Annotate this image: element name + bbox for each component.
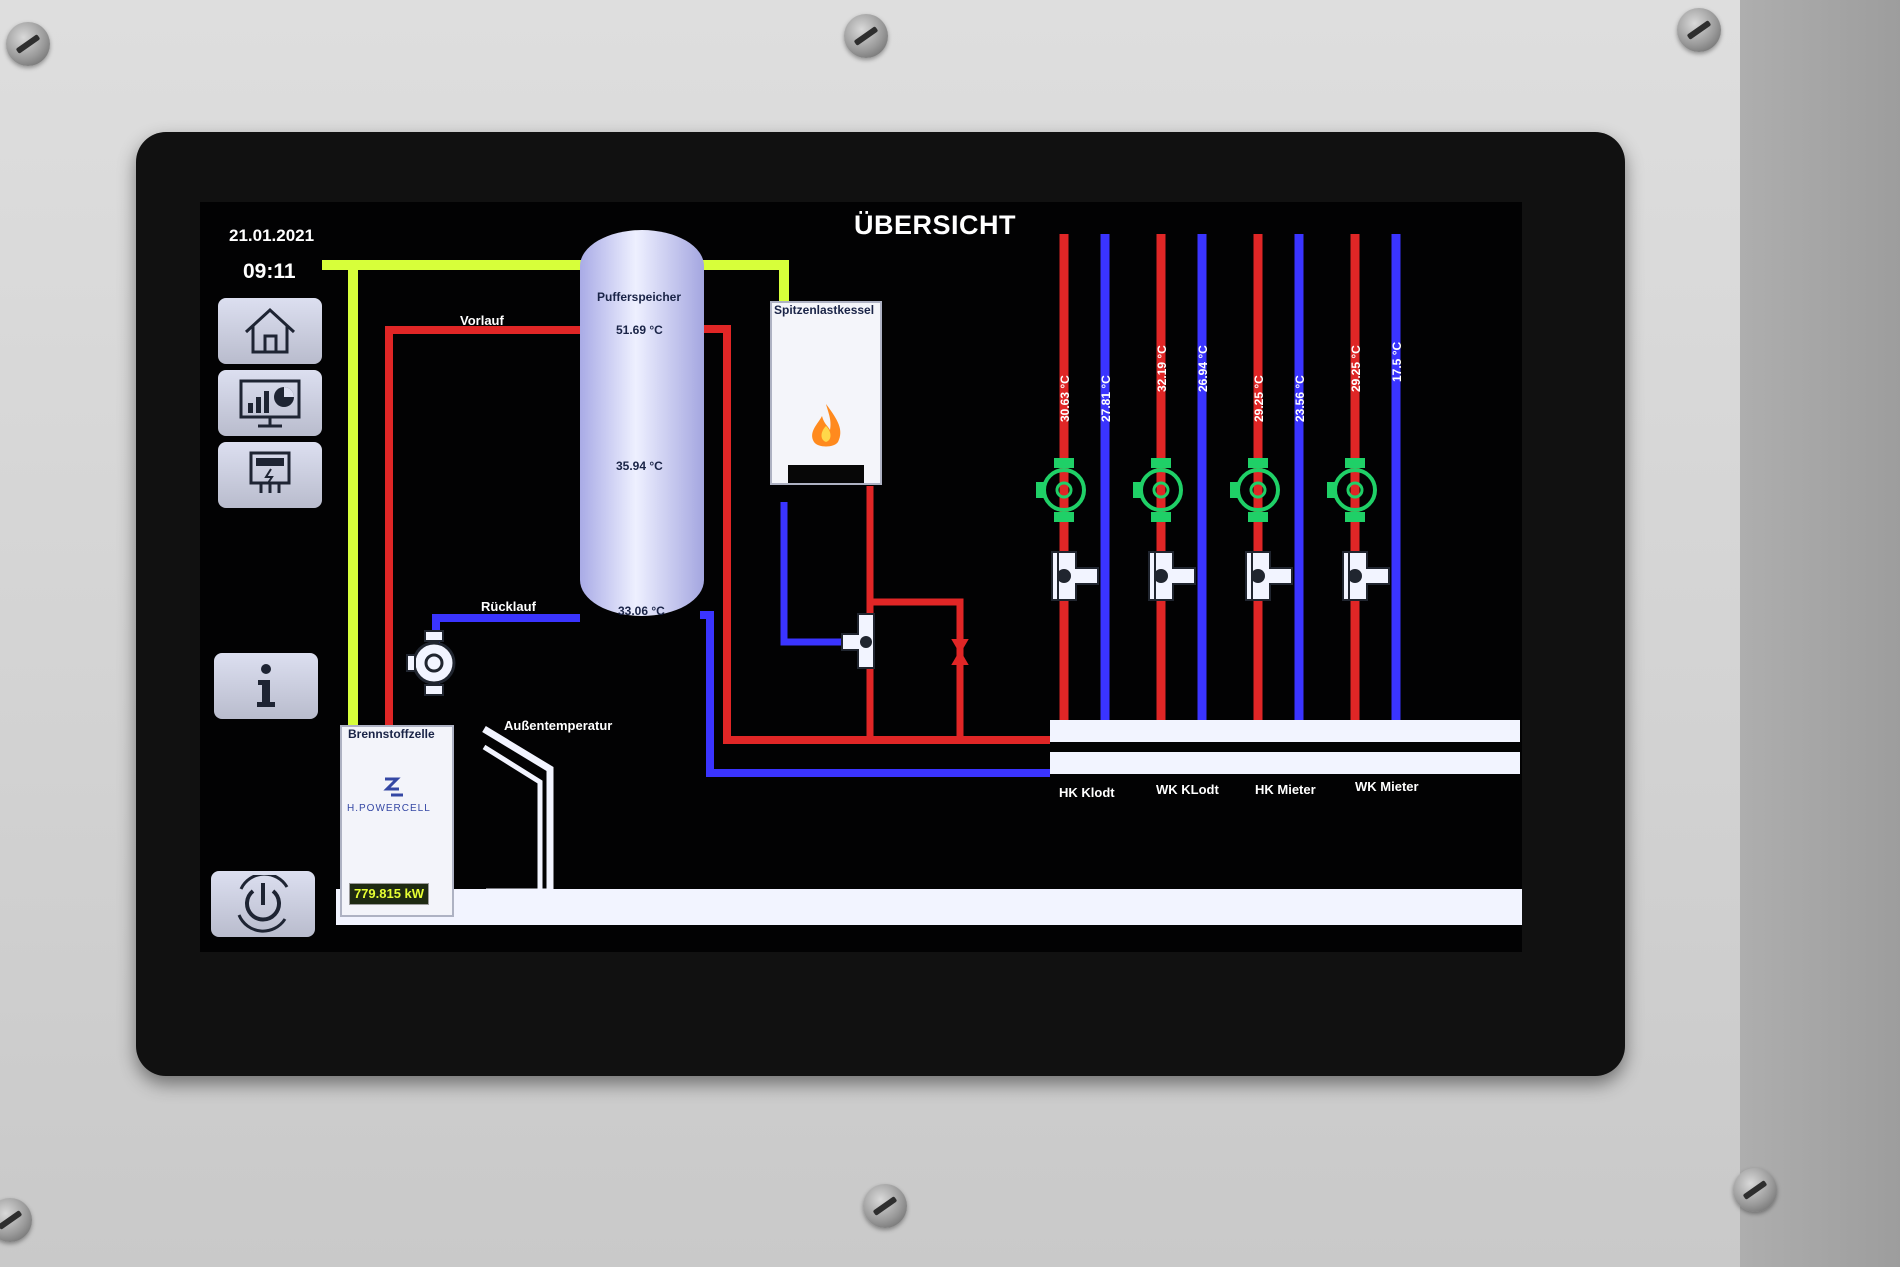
pump-icon xyxy=(1230,458,1280,522)
hmi-screen: 21.01.2021 09:11 ÜBERSICHT xyxy=(200,202,1522,952)
circuit-return-temp: 26.94 °C xyxy=(1196,345,1210,392)
info-button[interactable] xyxy=(214,653,318,719)
buffer-tank xyxy=(580,230,704,616)
screw-icon xyxy=(1677,8,1721,52)
circuit-name: WK Mieter xyxy=(1355,779,1419,794)
wall-background xyxy=(1740,0,1900,1267)
circuit-name: HK Mieter xyxy=(1255,782,1316,797)
peak-boiler-title: Spitzenlastkessel xyxy=(774,303,875,317)
outdoor-sensor-icon xyxy=(482,726,554,896)
circuit-name: WK KLodt xyxy=(1156,782,1219,797)
home-button[interactable] xyxy=(218,298,322,364)
page-title: ÜBERSICHT xyxy=(854,210,1017,240)
flame-icon xyxy=(812,404,841,447)
circuit-return-temp: 27.81 °C xyxy=(1099,375,1113,422)
buffer-temp-top: 51.69 °C xyxy=(616,323,663,337)
supply-manifold xyxy=(1050,720,1520,742)
energy-meter-icon xyxy=(249,451,291,493)
check-valve-icon xyxy=(951,639,969,665)
circuit-name: HK Klodt xyxy=(1059,785,1115,800)
mixing-valve-icon xyxy=(1051,551,1099,601)
hpowercell-logo-icon xyxy=(383,777,403,797)
screw-icon xyxy=(1733,1168,1777,1212)
buffer-tank-title: Pufferspeicher xyxy=(597,290,682,304)
info-icon xyxy=(257,664,275,707)
return-manifold xyxy=(1050,752,1520,774)
date-display: 21.01.2021 xyxy=(229,226,315,245)
gas-line xyxy=(322,260,789,726)
boiler-mixing-valve-icon xyxy=(841,613,875,669)
supply-line xyxy=(385,325,1050,744)
circuit-return-temp: 17.5 °C xyxy=(1390,341,1404,382)
mixing-valve-icon xyxy=(1148,551,1196,601)
return-label: Rücklauf xyxy=(481,599,536,614)
circuit-supply-temp: 29.25 °C xyxy=(1252,375,1266,422)
boiler-return-line xyxy=(780,502,860,646)
screw-icon xyxy=(844,14,888,58)
fuel-cell-brand: H.POWERCELL xyxy=(347,803,431,814)
pump-icon xyxy=(1036,458,1086,522)
fuel-cell-power-readout: 779.815 kW xyxy=(349,883,429,905)
screw-icon xyxy=(6,22,50,66)
fuel-cell-title: Brennstoffzelle xyxy=(348,727,435,741)
peak-boiler xyxy=(770,301,882,485)
pump-icon xyxy=(1133,458,1183,522)
meter-button[interactable] xyxy=(218,442,322,508)
buffer-temp-bottom: 33.06 °C xyxy=(618,604,665,618)
boiler-supply-line xyxy=(866,486,964,740)
statistics-button[interactable] xyxy=(218,370,322,436)
piping-diagram xyxy=(322,230,1522,925)
circuit-supply-temp: 32.19 °C xyxy=(1155,345,1169,392)
time-display: 09:11 xyxy=(243,260,296,283)
chart-monitor-icon xyxy=(239,379,301,428)
buffer-temp-middle: 35.94 °C xyxy=(616,459,663,473)
mixing-valve-icon xyxy=(1245,551,1293,601)
outdoor-temp-label: Außentemperatur xyxy=(504,718,613,733)
power-button[interactable] xyxy=(211,871,315,937)
boiler-burner-slot xyxy=(788,465,864,483)
circuit-supply-temp: 30.63 °C xyxy=(1058,375,1072,422)
screw-icon xyxy=(863,1184,907,1228)
pump-icon xyxy=(1327,458,1377,522)
fuel-cell-pump-icon xyxy=(406,630,456,696)
circuit-supply-temp: 29.25 °C xyxy=(1349,345,1363,392)
home-icon xyxy=(244,307,296,354)
power-cycle-icon xyxy=(237,875,289,933)
mixing-valve-icon xyxy=(1342,551,1390,601)
circuit-return-temp: 23.56 °C xyxy=(1293,375,1307,422)
supply-label: Vorlauf xyxy=(460,313,504,328)
